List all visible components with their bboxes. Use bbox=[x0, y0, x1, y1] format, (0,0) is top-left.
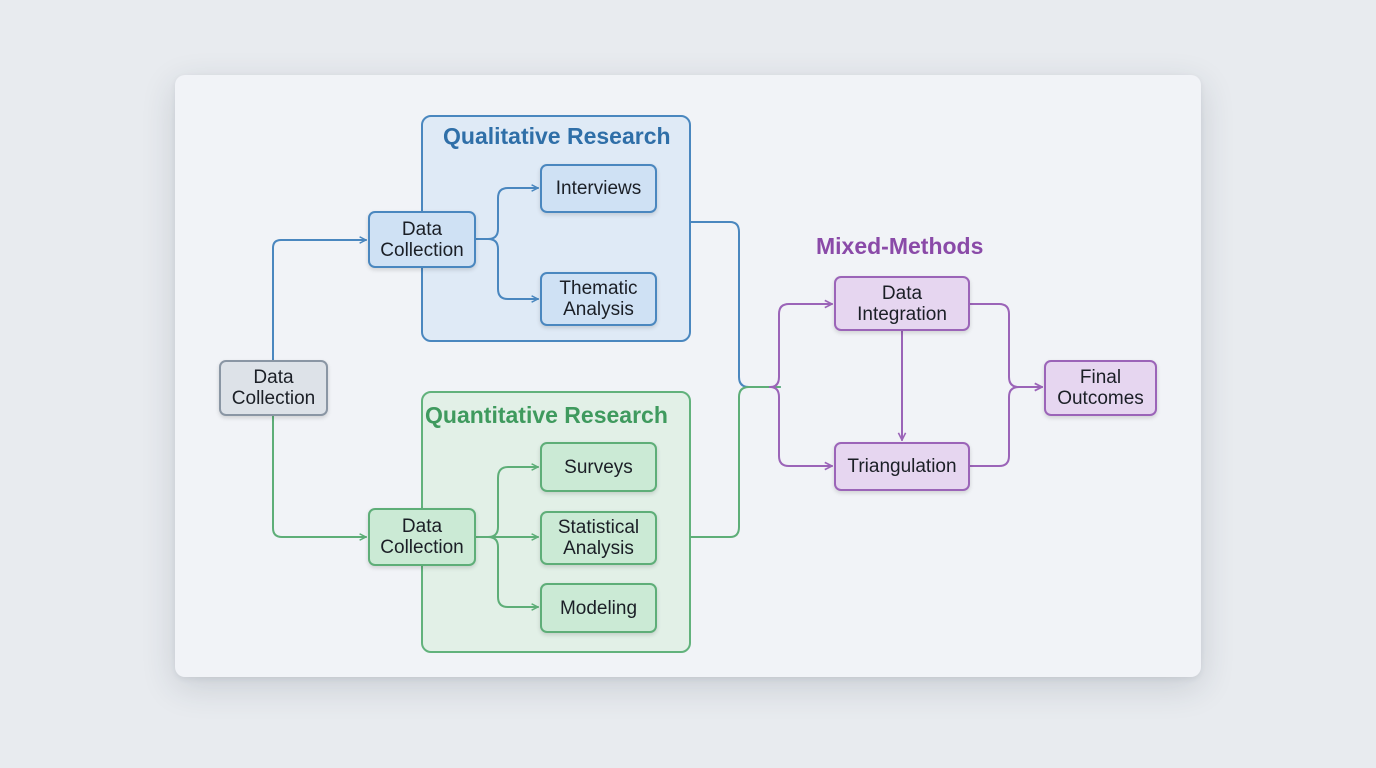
arrow-root-to-quant bbox=[272, 415, 367, 537]
root-data-collection-label: Data Collection bbox=[231, 367, 316, 409]
thematic-analysis-node: Thematic Analysis bbox=[540, 272, 657, 326]
quant-data-collection-label: Data Collection bbox=[380, 516, 464, 558]
thematic-analysis-label: Thematic Analysis bbox=[559, 278, 638, 320]
arrow-to-surveys bbox=[475, 467, 539, 538]
final-outcomes-label: Final Outcomes bbox=[1057, 367, 1144, 409]
root-data-collection-node: Data Collection bbox=[219, 360, 328, 416]
statistical-analysis-node: Statistical Analysis bbox=[540, 511, 657, 565]
surveys-node: Surveys bbox=[540, 442, 657, 492]
arrow-to-thematic bbox=[475, 238, 539, 299]
quant-data-collection-node: Data Collection bbox=[368, 508, 476, 566]
qual-data-collection-node: Data Collection bbox=[368, 211, 476, 268]
triangulation-node: Triangulation bbox=[834, 442, 970, 491]
surveys-label: Surveys bbox=[564, 456, 633, 478]
data-integration-label: Data Integration bbox=[857, 282, 947, 325]
arrow-to-integration bbox=[769, 304, 833, 388]
link-qual-to-mixed bbox=[690, 221, 781, 388]
statistical-analysis-label: Statistical Analysis bbox=[557, 517, 640, 559]
modeling-label: Modeling bbox=[559, 597, 638, 619]
quantitative-research-title: Quantitative Research bbox=[425, 402, 668, 428]
arrow-integration-to-final bbox=[969, 303, 1043, 387]
qualitative-research-title: Qualitative Research bbox=[443, 123, 671, 149]
interviews-node: Interviews bbox=[540, 164, 657, 213]
final-outcomes-node: Final Outcomes bbox=[1044, 360, 1157, 416]
arrow-to-modeling bbox=[475, 536, 539, 607]
modeling-node: Modeling bbox=[540, 583, 657, 633]
interviews-label: Interviews bbox=[555, 178, 642, 199]
arrow-root-to-qual bbox=[272, 240, 367, 361]
qual-data-collection-label: Data Collection bbox=[380, 218, 464, 261]
triangulation-label: Triangulation bbox=[847, 456, 957, 477]
arrow-to-interviews bbox=[475, 188, 539, 240]
link-quant-to-mixed bbox=[690, 386, 781, 538]
mixed-methods-title: Mixed-Methods bbox=[816, 233, 984, 259]
data-integration-node: Data Integration bbox=[834, 276, 970, 331]
arrow-triangulation-to-final bbox=[969, 387, 1043, 467]
arrow-to-triangulation bbox=[769, 386, 833, 466]
